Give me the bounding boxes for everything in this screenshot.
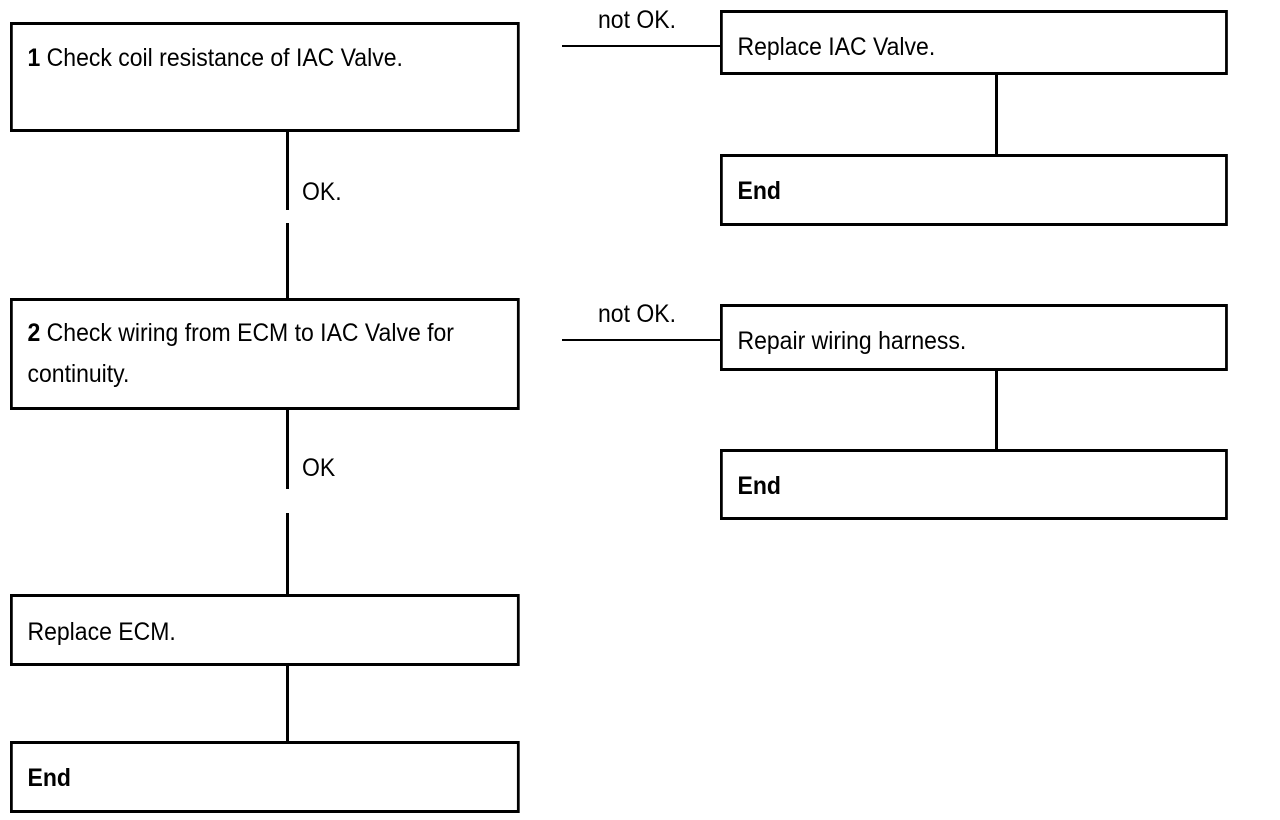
replace-ecm-box: Replace ECM. xyxy=(10,594,520,666)
connector-repair-wiring-to-end xyxy=(995,370,998,451)
end-box-2-text: End xyxy=(737,472,781,500)
step-1-number: 1 xyxy=(27,44,41,72)
connector-step2-to-repair-wiring xyxy=(562,339,722,341)
end-box-1: End xyxy=(720,154,1228,226)
connector-step1-to-step2-upper xyxy=(286,130,289,210)
step-2-number: 2 xyxy=(27,319,41,347)
edge-label-step1-not-ok: not OK. xyxy=(598,6,676,34)
step-2-text: Check wiring from ECM to IAC Valve for c… xyxy=(27,319,454,389)
end-box-3-text: End xyxy=(27,764,71,792)
end-box-1-text: End xyxy=(737,177,781,205)
replace-ecm-text: Replace ECM. xyxy=(27,618,176,646)
connector-step2-to-replace-ecm-upper xyxy=(286,409,289,489)
connector-step1-to-replace-iac xyxy=(562,45,722,47)
connector-replace-iac-to-end xyxy=(995,74,998,156)
step-1-text: Check coil resistance of IAC Valve. xyxy=(46,44,403,72)
connector-step2-to-replace-ecm-lower xyxy=(286,513,289,596)
step-1-box: 1 Check coil resistance of IAC Valve. xyxy=(10,22,520,132)
repair-wiring-harness-text: Repair wiring harness. xyxy=(737,327,967,355)
edge-label-step1-ok: OK. xyxy=(302,178,342,206)
connector-replace-ecm-to-end xyxy=(286,664,289,743)
end-box-3: End xyxy=(10,741,520,813)
replace-iac-valve-box: Replace IAC Valve. xyxy=(720,10,1228,75)
end-box-2: End xyxy=(720,449,1228,520)
repair-wiring-harness-box: Repair wiring harness. xyxy=(720,304,1228,371)
edge-label-step2-not-ok: not OK. xyxy=(598,300,676,328)
step-2-box: 2 Check wiring from ECM to IAC Valve for… xyxy=(10,298,520,410)
connector-step1-to-step2-lower xyxy=(286,223,289,300)
replace-iac-valve-text: Replace IAC Valve. xyxy=(737,33,936,61)
edge-label-step2-ok: OK xyxy=(302,454,336,482)
